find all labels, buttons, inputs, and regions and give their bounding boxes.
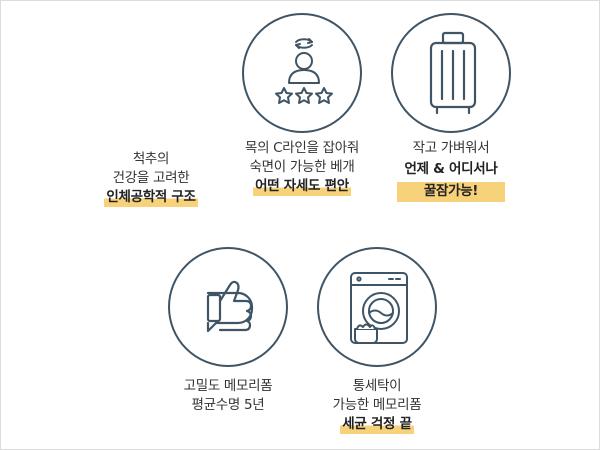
feature-line: 목의 C라인을 잡아줘 bbox=[244, 140, 360, 156]
feature-text: 고밀도 메모리폼 평균수명 5년 bbox=[143, 377, 313, 415]
feature-durability: 고밀도 메모리폼 평균수명 5년 bbox=[143, 247, 313, 415]
user-rating-icon bbox=[275, 38, 333, 104]
feature-line: 건강을 고려한 bbox=[112, 170, 190, 186]
feature-neck-support: 목의 C라인을 잡아줘 숙면이 가능한 베개 어떤 자세도 편안 bbox=[217, 13, 387, 196]
suitcase-icon bbox=[429, 31, 477, 115]
feature-line: 척추의 bbox=[132, 151, 170, 167]
feature-portable: 작고 가벼워서 언제 & 어디서나 꿀잠가능! bbox=[366, 13, 536, 202]
feature-line: 통세탁이 bbox=[352, 378, 402, 394]
feature-highlight: 세균 걱정 끝 bbox=[340, 415, 414, 434]
feature-text: 통세탁이 가능한 메모리폼 세균 걱정 끝 bbox=[292, 377, 462, 434]
feature-highlight: 인체공학적 구조 bbox=[104, 188, 198, 207]
thumbs-up-icon bbox=[206, 280, 254, 333]
feature-text: 작고 가벼워서 언제 & 어디서나 꿀잠가능! bbox=[366, 139, 536, 202]
feature-line: 숙면이 가능한 베개 bbox=[249, 159, 355, 175]
icon-circle bbox=[317, 247, 437, 367]
washing-machine-icon bbox=[350, 272, 408, 344]
feature-line: 작고 가벼워서 bbox=[412, 140, 490, 156]
feature-line: 평균수명 5년 bbox=[191, 397, 265, 413]
feature-line: 가능한 메모리폼 bbox=[332, 397, 422, 413]
feature-highlight: 어떤 자세도 편안 bbox=[253, 177, 351, 196]
feature-ergonomic: 척추의 건강을 고려한 인체공학적 구조 bbox=[66, 144, 236, 207]
icon-circle bbox=[242, 13, 362, 133]
feature-text: 목의 C라인을 잡아줘 숙면이 가능한 베개 어떤 자세도 편안 bbox=[217, 139, 387, 196]
icon-circle bbox=[391, 13, 511, 133]
feature-washable: 통세탁이 가능한 메모리폼 세균 걱정 끝 bbox=[292, 247, 462, 434]
feature-line: 고밀도 메모리폼 bbox=[183, 378, 273, 394]
feature-text: 척추의 건강을 고려한 인체공학적 구조 bbox=[66, 150, 236, 207]
feature-highlight: 언제 & 어디서나 꿀잠가능! bbox=[397, 158, 505, 202]
icon-circle bbox=[168, 247, 288, 367]
